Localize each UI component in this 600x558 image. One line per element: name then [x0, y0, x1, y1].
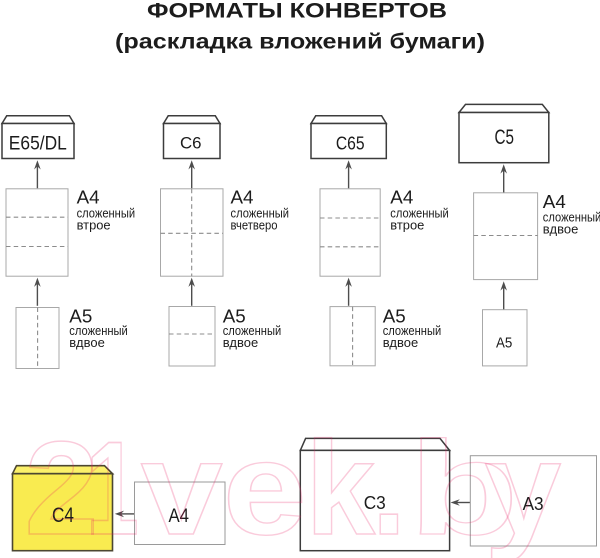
svg-text:сложенный: сложенный: [69, 323, 128, 338]
svg-text:сложенный: сложенный: [383, 323, 442, 338]
svg-text:2: 2: [25, 415, 99, 558]
svg-text:вдвое: вдвое: [69, 335, 105, 350]
svg-text:E65/DL: E65/DL: [9, 133, 67, 155]
svg-text:A4: A4: [543, 191, 566, 212]
svg-text:k: k: [306, 414, 376, 558]
svg-text:C4: C4: [52, 504, 74, 527]
svg-text:сложенный: сложенный: [390, 206, 449, 221]
svg-text:A5: A5: [496, 336, 512, 352]
svg-text:1: 1: [86, 413, 139, 558]
svg-text:A5: A5: [223, 305, 246, 326]
svg-text:втрое: втрое: [390, 218, 424, 233]
svg-text:втрое: втрое: [77, 218, 111, 233]
svg-text:C65: C65: [336, 134, 365, 155]
svg-text:C6: C6: [180, 135, 202, 153]
svg-text:A4: A4: [231, 187, 254, 208]
svg-text:A5: A5: [69, 305, 92, 326]
svg-text:сложенный: сложенный: [223, 323, 282, 338]
svg-text:вчетверо: вчетверо: [231, 218, 278, 233]
svg-text:b: b: [409, 414, 519, 558]
svg-text:A4: A4: [390, 187, 413, 208]
svg-text:сложенный: сложенный: [231, 206, 290, 221]
svg-text:.: .: [372, 414, 406, 558]
svg-text:сложенный: сложенный: [543, 210, 600, 225]
svg-text:y: y: [485, 413, 562, 558]
svg-text:e: e: [223, 414, 307, 558]
svg-text:вдвое: вдвое: [543, 222, 579, 237]
svg-text:A3: A3: [523, 493, 544, 514]
svg-text:(раскладка вложений бумаги): (раскладка вложений бумаги): [115, 30, 485, 53]
svg-text:A4: A4: [77, 187, 100, 208]
svg-text:A5: A5: [383, 305, 406, 326]
svg-text:C5: C5: [494, 126, 514, 149]
svg-text:вдвое: вдвое: [383, 335, 419, 350]
svg-text:вдвое: вдвое: [223, 335, 259, 350]
svg-text:v: v: [141, 414, 223, 558]
svg-text:ФОРМАТЫ КОНВЕРТОВ: ФОРМАТЫ КОНВЕРТОВ: [147, 0, 447, 23]
svg-text:A4: A4: [168, 505, 189, 527]
svg-text:C3: C3: [364, 493, 386, 513]
svg-text:сложенный: сложенный: [77, 206, 136, 221]
